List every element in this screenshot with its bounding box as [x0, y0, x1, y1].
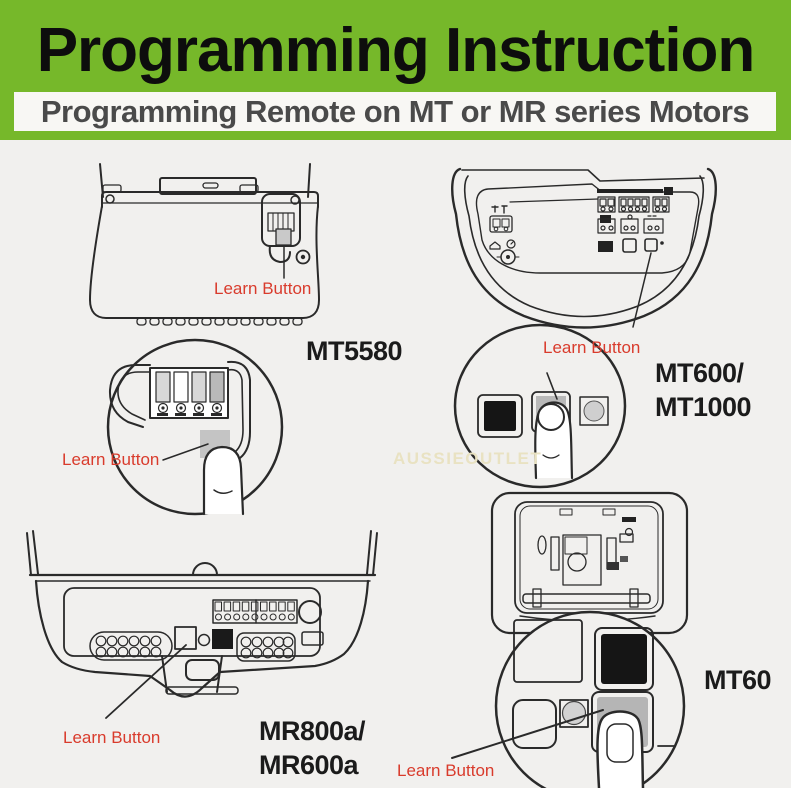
mr800a-model-label: MR800a/ MR600a: [259, 714, 366, 782]
watermark-text: AUSSIEOUTLET: [393, 449, 543, 468]
mt600-learn-button-label: Learn Button: [543, 338, 641, 357]
mt600-model-line1: MT600/: [655, 358, 744, 388]
mt60-learn-button-label: Learn Button: [397, 761, 495, 780]
subtitle-bar: Programming Remote on MT or MR series Mo…: [14, 92, 776, 131]
mt5580-zoom-learn-button-label: Learn Button: [62, 450, 160, 469]
mr800a-model-line1: MR800a/: [259, 716, 366, 746]
page-subtitle: Programming Remote on MT or MR series Mo…: [40, 93, 750, 129]
mr800a-model-line2: MR600a: [259, 750, 359, 780]
mt5580-learn-button-label: Learn Button: [214, 279, 312, 298]
mr800a-motor-illustration: [26, 530, 378, 719]
mt600-motor-illustration: [451, 167, 717, 329]
mt600-zoom-illustration: [453, 323, 627, 489]
motor-diagrams-illustration: [26, 163, 717, 788]
mt5580-zoom-illustration: [106, 338, 284, 516]
mt600-model-line2: MT1000: [655, 392, 752, 422]
mt5580-motor-illustration: [89, 163, 320, 326]
page-title: Programming Instruction: [36, 16, 756, 85]
mr800a-learn-button-label: Learn Button: [63, 728, 161, 747]
mt600-model-label: MT600/ MT1000: [655, 356, 752, 424]
mt60-model-label: MT60: [704, 665, 772, 695]
mt5580-model-label: MT5580: [306, 336, 403, 366]
mt60-motor-illustration: [451, 491, 689, 788]
